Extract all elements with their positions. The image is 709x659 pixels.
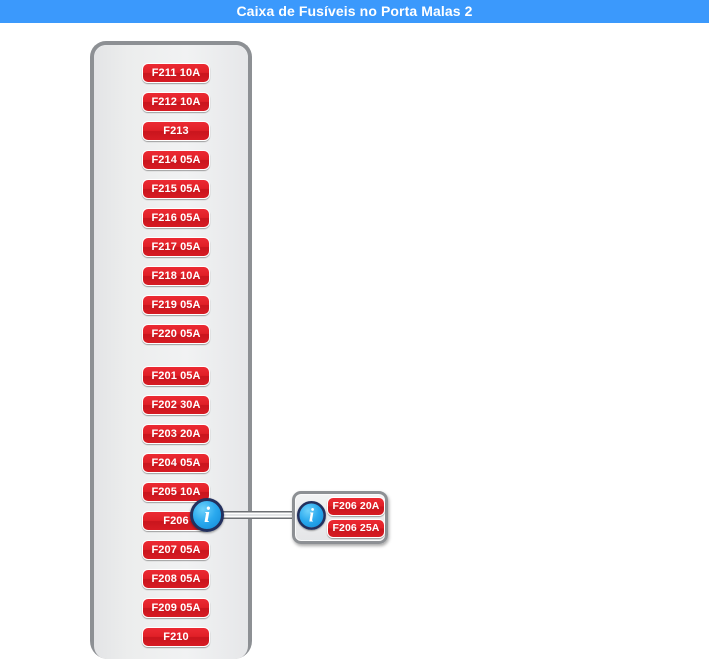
fuse-f202[interactable]: F202 30A bbox=[142, 395, 210, 415]
callout-info-icon[interactable]: i bbox=[297, 501, 326, 530]
fuse-f211[interactable]: F211 10A bbox=[142, 63, 210, 83]
fuse-list: F211 10A F212 10A F213 F214 05A F215 05A… bbox=[142, 63, 212, 656]
fuse-f212[interactable]: F212 10A bbox=[142, 92, 210, 112]
page-title: Caixa de Fusíveis no Porta Malas 2 bbox=[236, 3, 473, 19]
fuse-detail-callout: i F206 20A F206 25A bbox=[292, 491, 388, 544]
fuse-f205[interactable]: F205 10A bbox=[142, 482, 210, 502]
info-icon[interactable]: i bbox=[190, 498, 224, 532]
fuse-f210[interactable]: F210 bbox=[142, 627, 210, 647]
callout-option-f206-20a[interactable]: F206 20A bbox=[327, 497, 385, 516]
fuse-f220[interactable]: F220 05A bbox=[142, 324, 210, 344]
fuse-f204[interactable]: F204 05A bbox=[142, 453, 210, 473]
fuse-f207[interactable]: F207 05A bbox=[142, 540, 210, 560]
fuse-f203[interactable]: F203 20A bbox=[142, 424, 210, 444]
callout-option-f206-25a[interactable]: F206 25A bbox=[327, 519, 385, 538]
fuse-f216[interactable]: F216 05A bbox=[142, 208, 210, 228]
fuse-f209[interactable]: F209 05A bbox=[142, 598, 210, 618]
fuse-f215[interactable]: F215 05A bbox=[142, 179, 210, 199]
fuse-f217[interactable]: F217 05A bbox=[142, 237, 210, 257]
callout-connector-line bbox=[220, 511, 304, 519]
header-bar: Caixa de Fusíveis no Porta Malas 2 bbox=[0, 0, 709, 23]
fuse-f208[interactable]: F208 05A bbox=[142, 569, 210, 589]
fuse-f201[interactable]: F201 05A bbox=[142, 366, 210, 386]
fuse-box-panel: F211 10A F212 10A F213 F214 05A F215 05A… bbox=[90, 41, 252, 659]
fuse-f218[interactable]: F218 10A bbox=[142, 266, 210, 286]
fuse-f219[interactable]: F219 05A bbox=[142, 295, 210, 315]
callout-option-list: F206 20A F206 25A bbox=[327, 497, 385, 541]
fuse-f214[interactable]: F214 05A bbox=[142, 150, 210, 170]
fuse-f213[interactable]: F213 bbox=[142, 121, 210, 141]
